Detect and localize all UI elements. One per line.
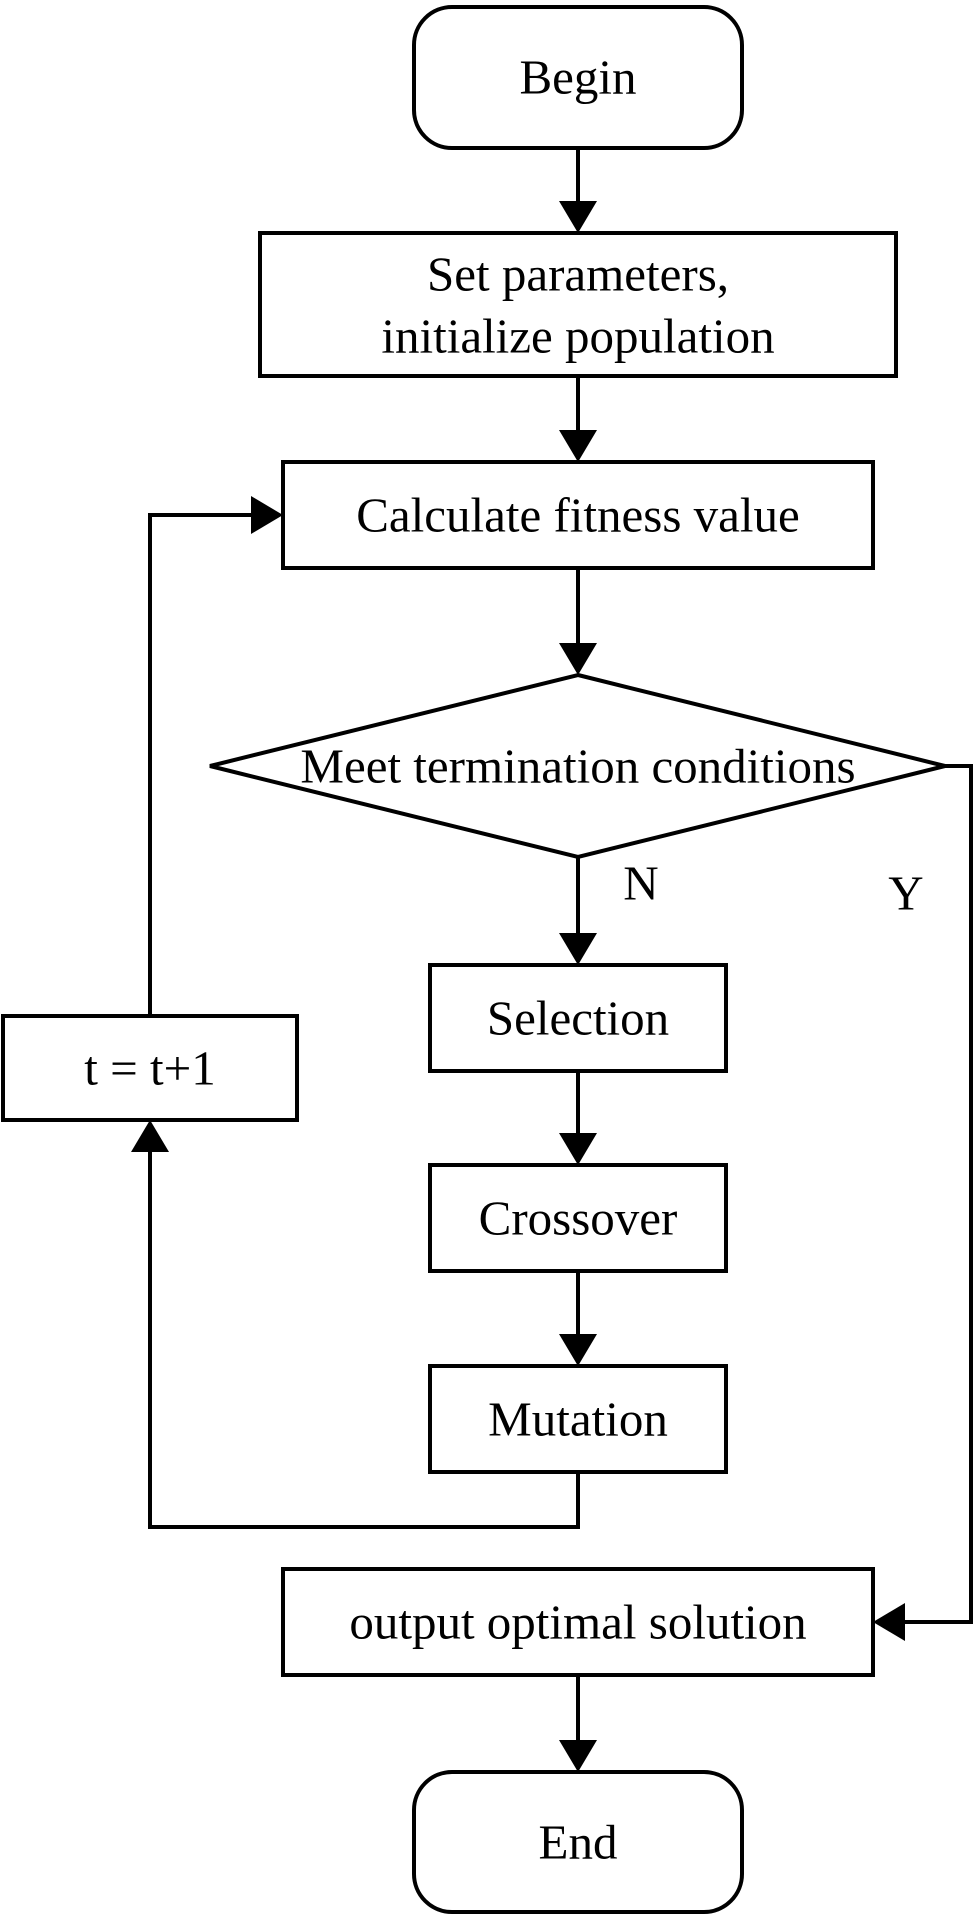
set-parameters-node — [258, 231, 898, 378]
begin-label: Begin — [519, 50, 636, 105]
crossover-label: Crossover — [479, 1191, 678, 1246]
arrowhead-increment — [131, 1120, 169, 1152]
connectors — [131, 148, 973, 1772]
selection-label: Selection — [487, 991, 669, 1046]
edge-label-no: N — [623, 856, 658, 911]
arrowhead-end — [559, 1740, 597, 1772]
arrow-decision-to-output — [903, 764, 973, 1624]
output-solution-node — [281, 1567, 875, 1677]
arrowhead-crossover — [559, 1133, 597, 1165]
arrowhead-fitness-loop — [251, 496, 283, 534]
termination-decision-label: Meet termination conditions — [300, 739, 855, 794]
mutation-label: Mutation — [488, 1392, 668, 1447]
arrowhead-output — [873, 1603, 905, 1641]
arrowhead-mutation — [559, 1334, 597, 1366]
arrowhead-selection — [559, 933, 597, 965]
arrow-increment-to-fitness — [148, 513, 253, 1016]
arrowhead-decision — [559, 643, 597, 675]
set-parameters-label-line2: initialize population — [381, 309, 774, 364]
calculate-fitness-label: Calculate fitness value — [356, 488, 800, 543]
set-parameters-label-line1: Set parameters, — [427, 247, 729, 302]
end-label: End — [539, 1815, 618, 1870]
arrowhead-parameters — [559, 201, 597, 233]
output-solution-label: output optimal solution — [349, 1595, 806, 1650]
edge-label-yes: Y — [888, 866, 923, 921]
increment-label: t = t+1 — [84, 1041, 216, 1096]
arrow-mutation-to-increment — [148, 1150, 580, 1529]
arrowhead-fitness — [559, 430, 597, 462]
